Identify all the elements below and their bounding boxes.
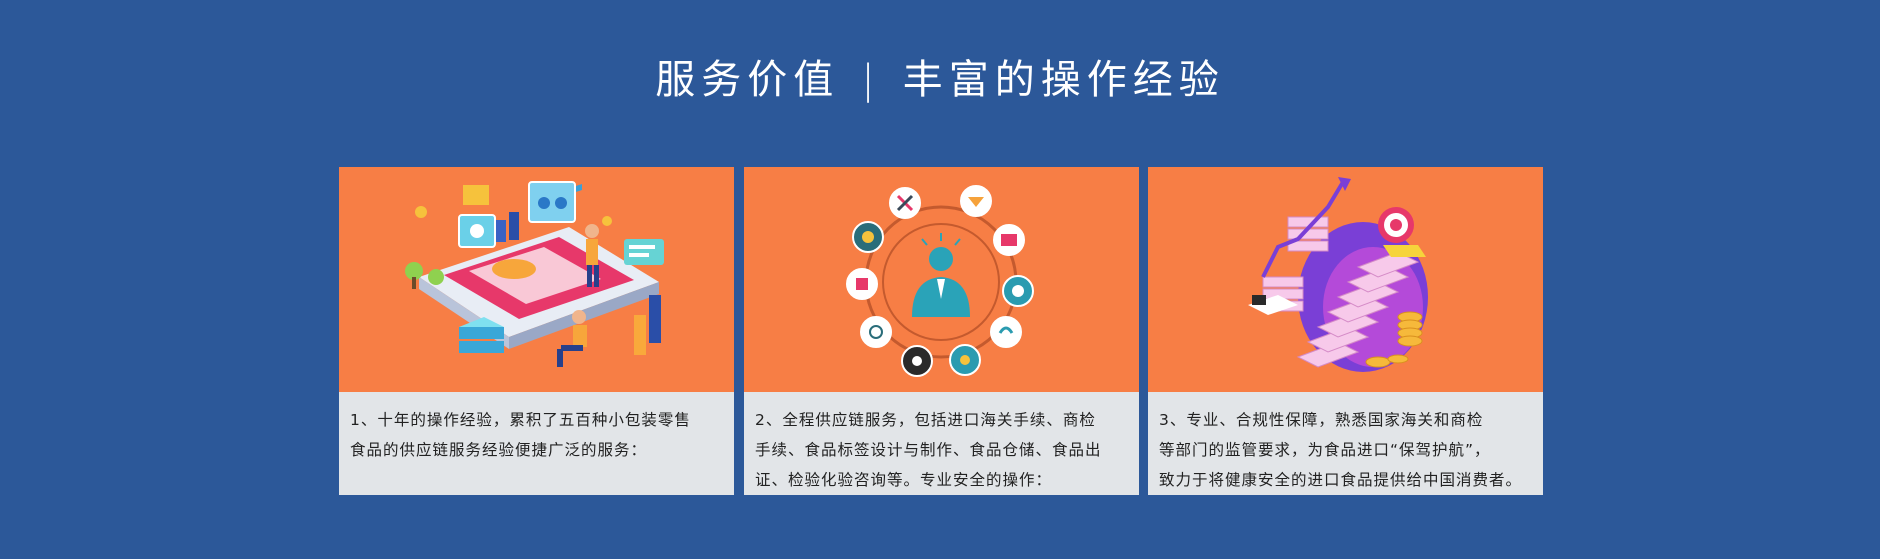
service-cards: 1、十年的操作经验，累积了五百种小包装零售 食品的供应链服务经验便捷广泛的服务： <box>339 167 1543 495</box>
card-1-line-2: 食品的供应链服务经验便捷广泛的服务： <box>350 441 648 459</box>
card-3-text: 3、专业、合规性保障，熟悉国家海关和商检 等部门的监管要求，为食品进口“保驾护航… <box>1159 405 1537 495</box>
card-2-text: 2、全程供应链服务，包括进口海关手续、商检 手续、食品标签设计与制作、食品仓储、… <box>755 405 1133 495</box>
card-3-line-1: 3、专业、合规性保障，熟悉国家海关和商检 <box>1159 411 1484 429</box>
card-1-illustration <box>339 167 734 392</box>
card-3-line-3: 致力于将健康安全的进口食品提供给中国消费者。 <box>1159 471 1523 489</box>
title-right: 丰富的操作经验 <box>902 57 1225 103</box>
title-separator: | <box>861 57 881 103</box>
service-cycle-businessman-icon <box>846 185 1034 377</box>
card-1-text: 1、十年的操作经验，累积了五百种小包装零售 食品的供应链服务经验便捷广泛的服务： <box>350 405 728 465</box>
card-1-line-1: 1、十年的操作经验，累积了五百种小包装零售 <box>350 411 691 429</box>
service-card-3: 3、专业、合规性保障，熟悉国家海关和商检 等部门的监管要求，为食品进口“保驾护航… <box>1148 167 1543 495</box>
card-3-illustration <box>1148 167 1543 392</box>
card-2-line-1: 2、全程供应链服务，包括进口海关手续、商检 <box>755 411 1096 429</box>
isometric-data-dashboard-icon <box>405 181 664 367</box>
service-card-2: 2、全程供应链服务，包括进口海关手续、商检 手续、食品标签设计与制作、食品仓储、… <box>744 167 1139 495</box>
card-2-illustration <box>744 167 1139 392</box>
card-3-line-2: 等部门的监管要求，为食品进口“保驾护航”， <box>1159 441 1491 459</box>
card-2-line-2: 手续、食品标签设计与制作、食品仓储、食品出 <box>755 441 1102 459</box>
growth-stairs-target-icon <box>1248 177 1428 372</box>
title-left: 服务价值 <box>655 57 840 103</box>
card-2-line-3: 证、检验化验咨询等。专业安全的操作： <box>755 471 1053 489</box>
service-card-1: 1、十年的操作经验，累积了五百种小包装零售 食品的供应链服务经验便捷广泛的服务： <box>339 167 734 495</box>
section-title: 服务价值 | 丰富的操作经验 <box>0 52 1880 108</box>
